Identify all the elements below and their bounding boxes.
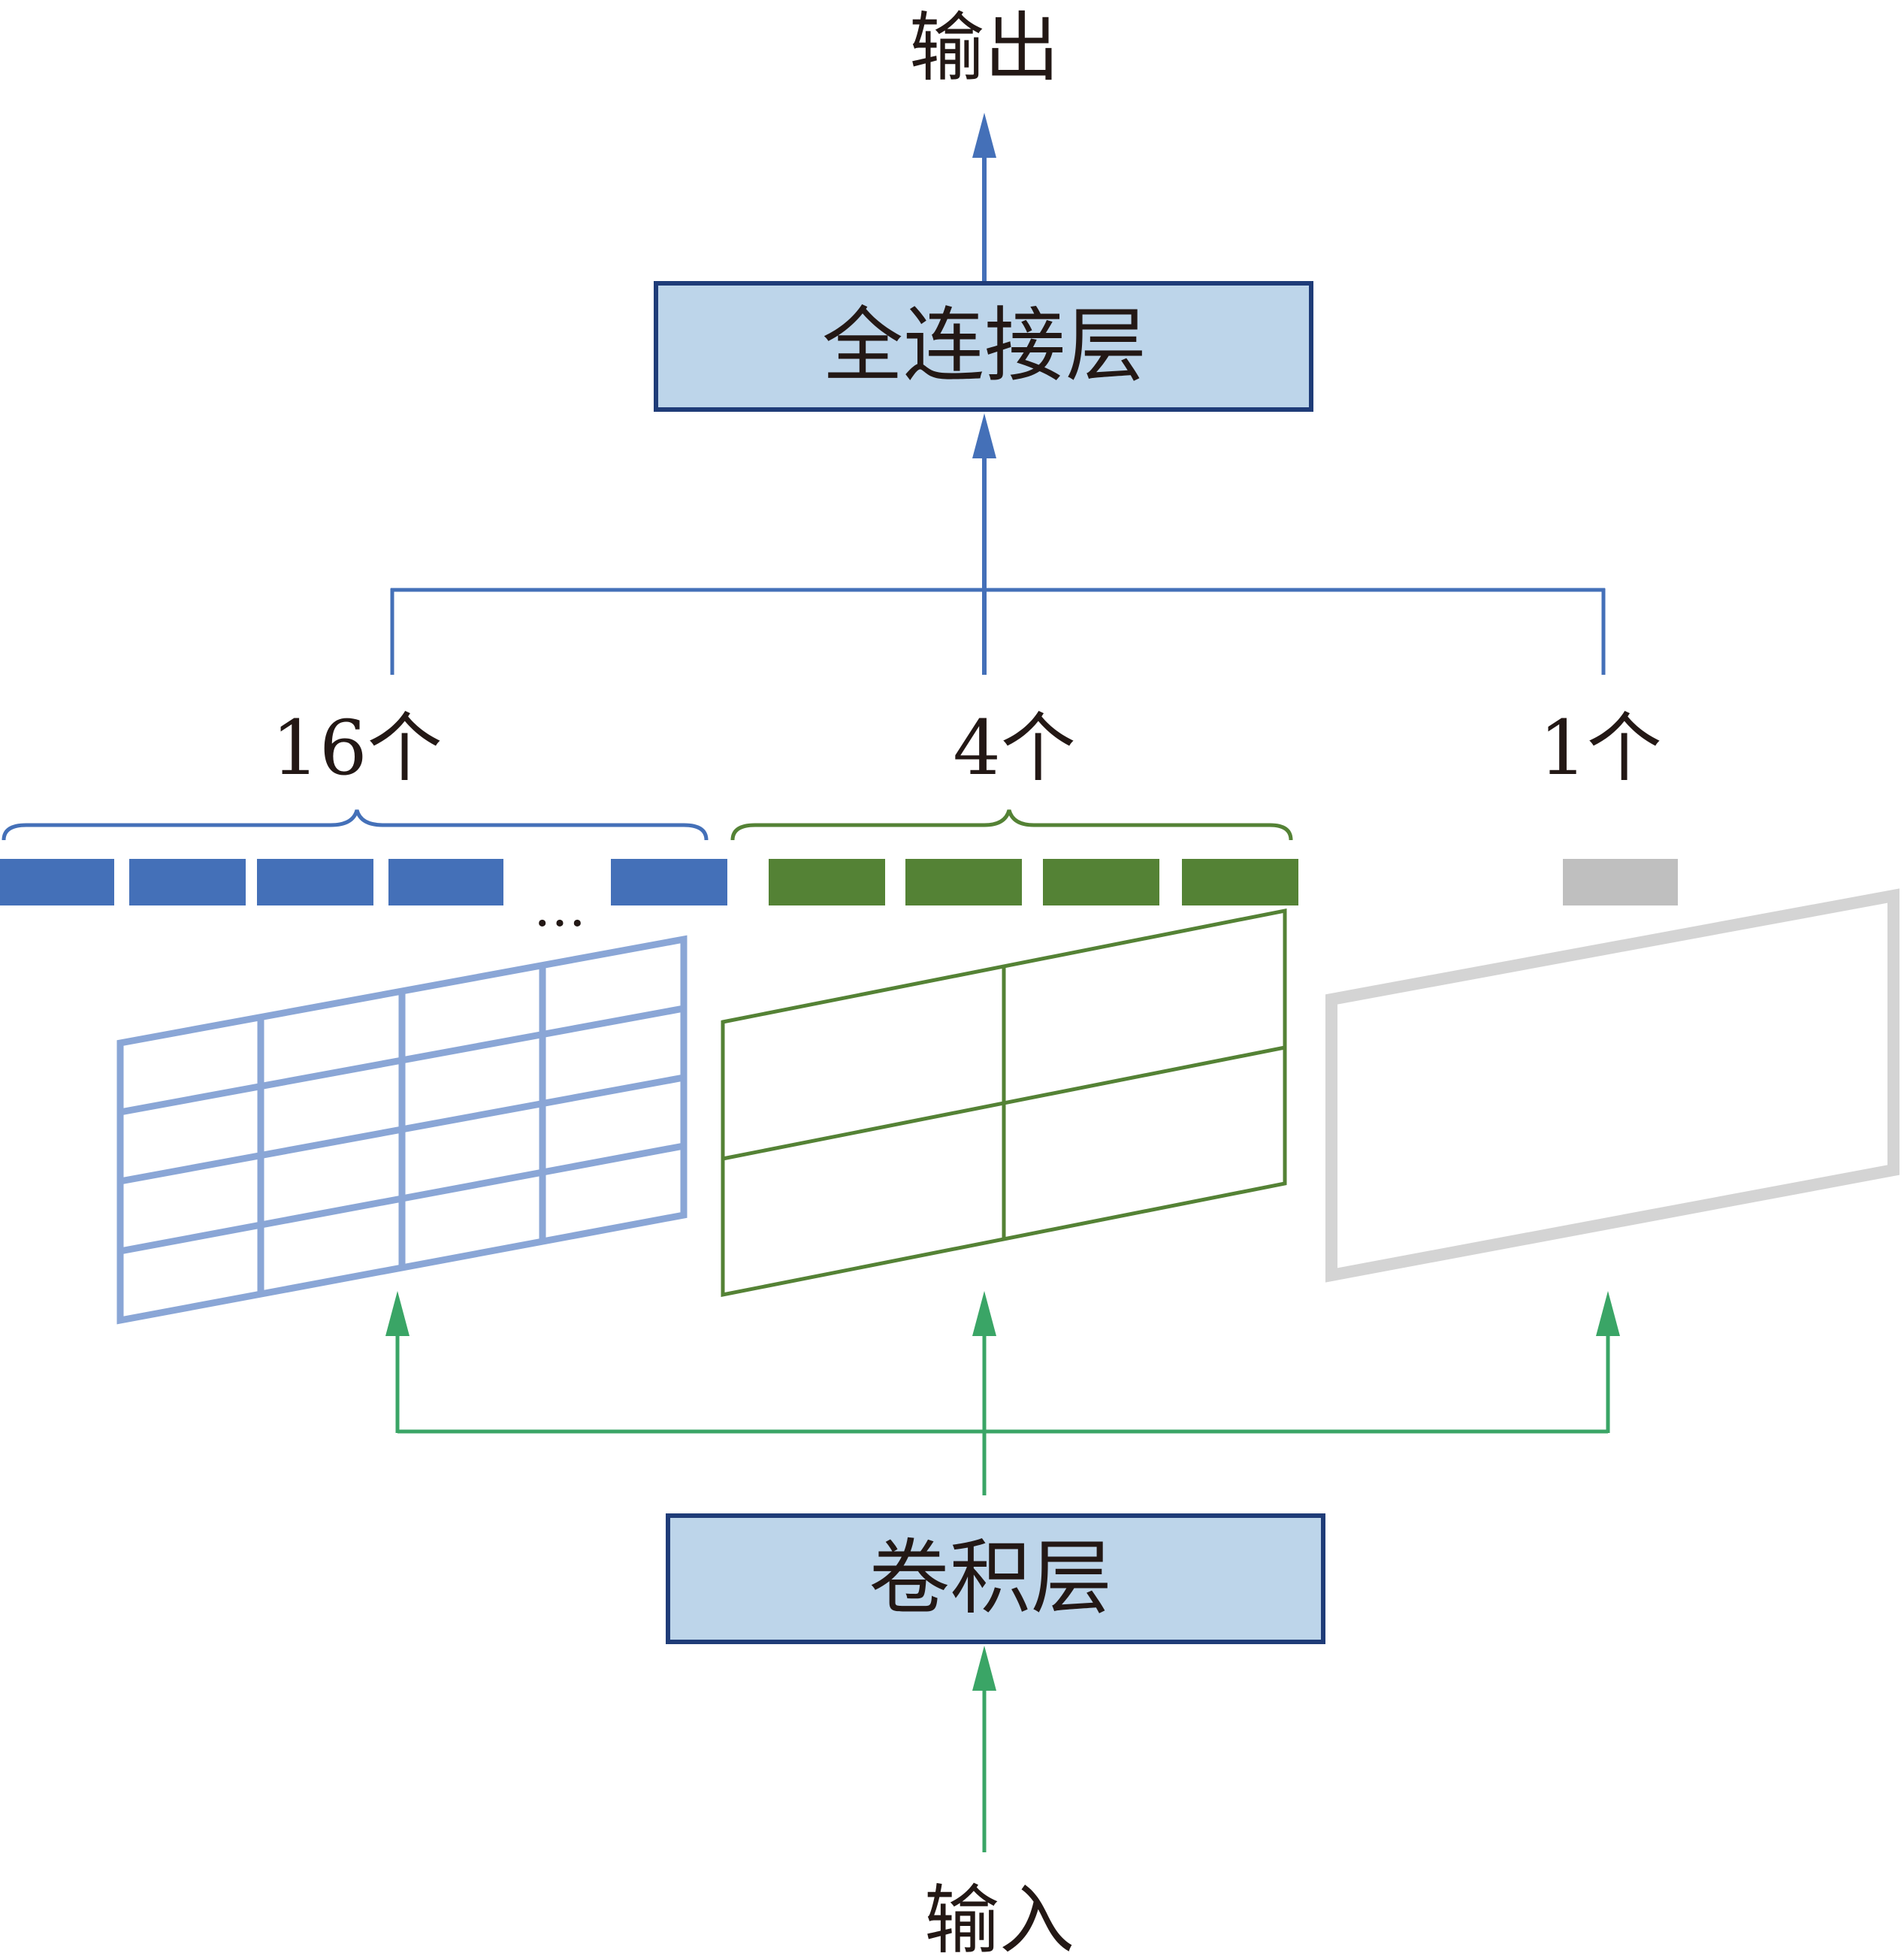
feature-segment	[388, 859, 503, 905]
feature-vector-4	[769, 859, 1298, 905]
conv-to-pools-arrows	[395, 1334, 1610, 1495]
input-to-conv-arrow	[972, 1646, 996, 1852]
pooled-connector	[390, 588, 1606, 675]
fully-connected-layer-box: 全连接层	[654, 281, 1313, 412]
feature-segment	[1043, 859, 1159, 905]
arrow-head	[1596, 1291, 1620, 1336]
feature-segment	[769, 859, 885, 905]
feature-segment	[611, 859, 727, 905]
feature-segment	[0, 859, 114, 905]
output-label: 输出	[909, 4, 1059, 92]
feature-segment	[129, 859, 246, 905]
pooled-to-fc-arrow	[972, 413, 996, 675]
arrow-head	[385, 1291, 410, 1336]
fc-to-output-arrow	[972, 113, 996, 282]
pooling-grid-2x2	[721, 908, 1287, 1298]
conv-layer-label: 卷积层	[869, 1531, 1112, 1625]
pooling-grid-1x1	[1325, 888, 1899, 1283]
feature-segment	[1563, 859, 1678, 905]
brace-4	[730, 809, 1293, 841]
feature-segment	[1182, 859, 1298, 905]
pooling-grid-4x4	[116, 935, 688, 1325]
pool-1-count-label: 1个	[1539, 704, 1662, 792]
feature-vector-1	[1563, 859, 1678, 905]
brace-16	[2, 809, 709, 841]
ellipsis: …	[533, 877, 586, 939]
feature-vector-16	[0, 859, 727, 905]
fc-layer-label: 全连接层	[822, 299, 1147, 393]
pool-16-count-label: 16个	[271, 704, 442, 792]
convolution-layer-box: 卷积层	[666, 1513, 1325, 1644]
feature-segment	[257, 859, 373, 905]
arrow-head	[972, 1291, 996, 1336]
feature-segment	[905, 859, 1022, 905]
input-label: 输入	[924, 1876, 1074, 1959]
pool-4-count-label: 4个	[953, 704, 1076, 792]
